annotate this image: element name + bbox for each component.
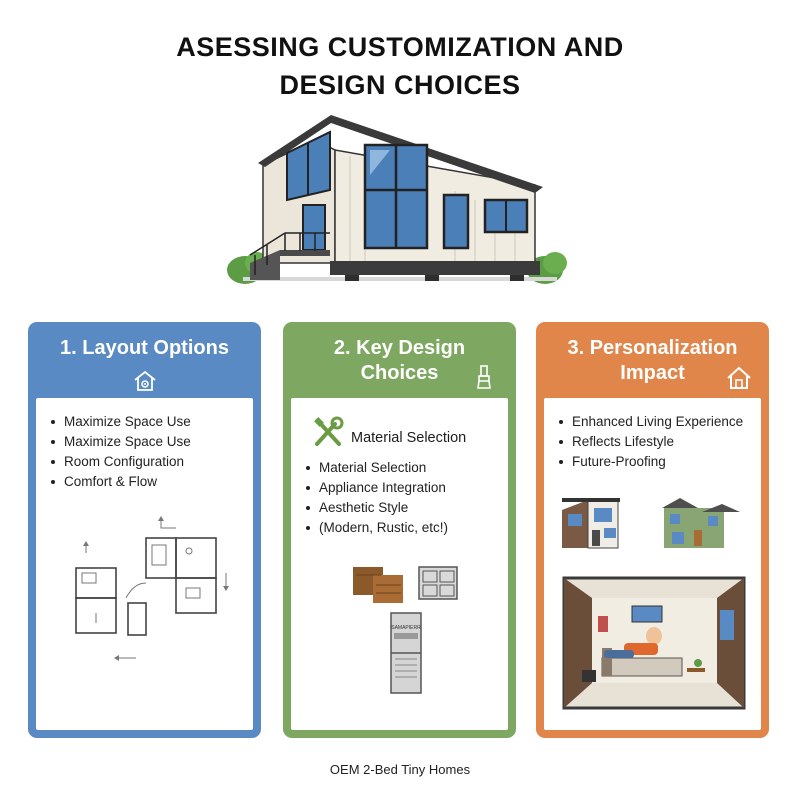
personalization-impact-card: 3. Personalization Impact Enhanced Livin… — [536, 322, 769, 738]
card-heading-line: 2. Key Design — [333, 337, 466, 359]
materials-appliances-illustration: SAMAPIERR — [353, 566, 458, 694]
list-item: Comfort & Flow — [50, 472, 191, 492]
list-item: Aesthetic Style — [305, 498, 448, 518]
title-line-2: DESIGN CHOICES — [279, 70, 521, 100]
homes-and-living-illustration — [562, 498, 746, 710]
list-item: Future-Proofing — [558, 452, 743, 472]
card-heading-line: 3. Personalization — [567, 337, 738, 359]
list-item: Maximize Space Use — [50, 432, 191, 452]
card-body: Maximize Space Use Maximize Space Use Ro… — [36, 398, 253, 730]
title-line-1: ASESSING CUSTOMIZATION AND — [176, 32, 624, 62]
card-body: Material Selection Material Selection Ap… — [291, 398, 508, 730]
list-item: Maximize Space Use — [50, 412, 191, 432]
card-heading: 2. Key Design Choices — [283, 336, 516, 386]
key-design-choices-card: 2. Key Design Choices Material Selection… — [283, 322, 516, 738]
card-heading-line: Choices — [360, 362, 439, 384]
floor-plan-illustration — [75, 516, 229, 661]
list-item: (Modern, Rustic, etc!) — [305, 518, 448, 538]
wrench-screwdriver-icon — [314, 416, 344, 446]
list-item: Appliance Integration — [305, 478, 448, 498]
paintbrush-icon — [477, 365, 491, 389]
bullet-list: Enhanced Living Experience Reflects Life… — [558, 412, 743, 472]
tiny-house-illustration — [227, 115, 567, 284]
layout-options-card: 1. Layout Options Maximize Space Use Max… — [28, 322, 261, 738]
house-gear-icon — [134, 370, 156, 391]
list-item: Room Configuration — [50, 452, 191, 472]
card-heading: 3. Personalization Impact — [536, 336, 769, 386]
card-body: Enhanced Living Experience Reflects Life… — [544, 398, 761, 730]
list-item: Reflects Lifestyle — [558, 432, 743, 452]
material-selection-heading: Material Selection — [351, 430, 467, 446]
list-item: Material Selection — [305, 458, 448, 478]
bullet-list: Maximize Space Use Maximize Space Use Ro… — [50, 412, 191, 492]
house-icon — [727, 366, 751, 389]
footer-caption: OEM 2-Bed Tiny Homes — [329, 762, 471, 777]
card-heading-line: 1. Layout Options — [60, 337, 229, 359]
list-item: Enhanced Living Experience — [558, 412, 743, 432]
page-title: ASESSING CUSTOMIZATION AND DESIGN CHOICE… — [0, 28, 800, 104]
card-heading: 1. Layout Options — [28, 336, 261, 361]
card-heading-line: Impact — [620, 362, 685, 384]
appliance-label: SAMAPIERR — [391, 625, 421, 631]
bullet-list: Material Selection Appliance Integration… — [305, 458, 448, 538]
